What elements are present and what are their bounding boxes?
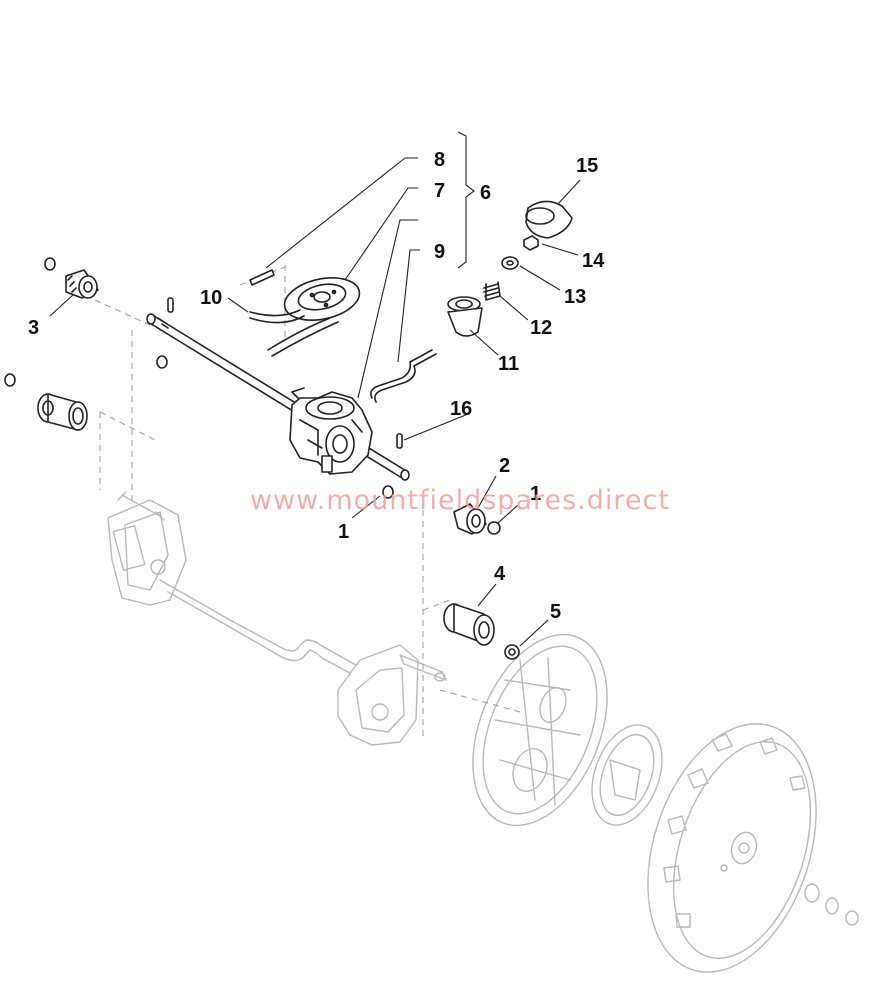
callout-7: 7 <box>434 180 445 202</box>
callout-5: 5 <box>550 601 561 623</box>
flat-washer <box>501 256 519 270</box>
nut <box>523 235 539 251</box>
roll-pins <box>167 297 403 449</box>
drive-axle <box>146 313 410 481</box>
callout-16: 16 <box>450 398 472 420</box>
lever-bush <box>447 296 483 337</box>
ghost-chassis-assembly <box>107 491 859 973</box>
hub-bush-right <box>443 603 495 646</box>
callout-12: 12 <box>530 317 552 339</box>
callout-1-right: 1 <box>530 483 541 505</box>
circlips <box>4 257 501 535</box>
knob-cap <box>525 200 573 239</box>
callout-1-left: 1 <box>338 521 349 543</box>
key-pin <box>249 269 275 286</box>
watermark-text: www.mountfieldspares.direct <box>250 485 670 516</box>
callout-3: 3 <box>28 317 39 339</box>
callout-10: 10 <box>200 287 222 309</box>
hub-bush-left <box>37 393 88 431</box>
callout-14: 14 <box>582 250 605 272</box>
callout-8: 8 <box>434 149 445 171</box>
callout-11: 11 <box>498 353 519 375</box>
pinion-gear-left <box>65 269 99 299</box>
callout-4: 4 <box>494 563 506 585</box>
callout-2: 2 <box>499 455 510 477</box>
pinion-gear-right <box>453 503 487 535</box>
washer <box>504 644 520 660</box>
drive-rod <box>370 349 437 403</box>
callout-6: 6 <box>480 182 491 204</box>
pulley-and-belt <box>249 277 361 357</box>
gearbox-housing <box>289 387 373 475</box>
callout-9: 9 <box>434 241 445 263</box>
callout-13: 13 <box>564 286 586 308</box>
leader-lines <box>49 131 581 647</box>
callout-labels: 1 1 2 3 4 5 6 7 8 9 10 11 12 13 14 15 16 <box>28 149 605 623</box>
callout-15: 15 <box>576 155 598 177</box>
spring <box>483 281 501 301</box>
